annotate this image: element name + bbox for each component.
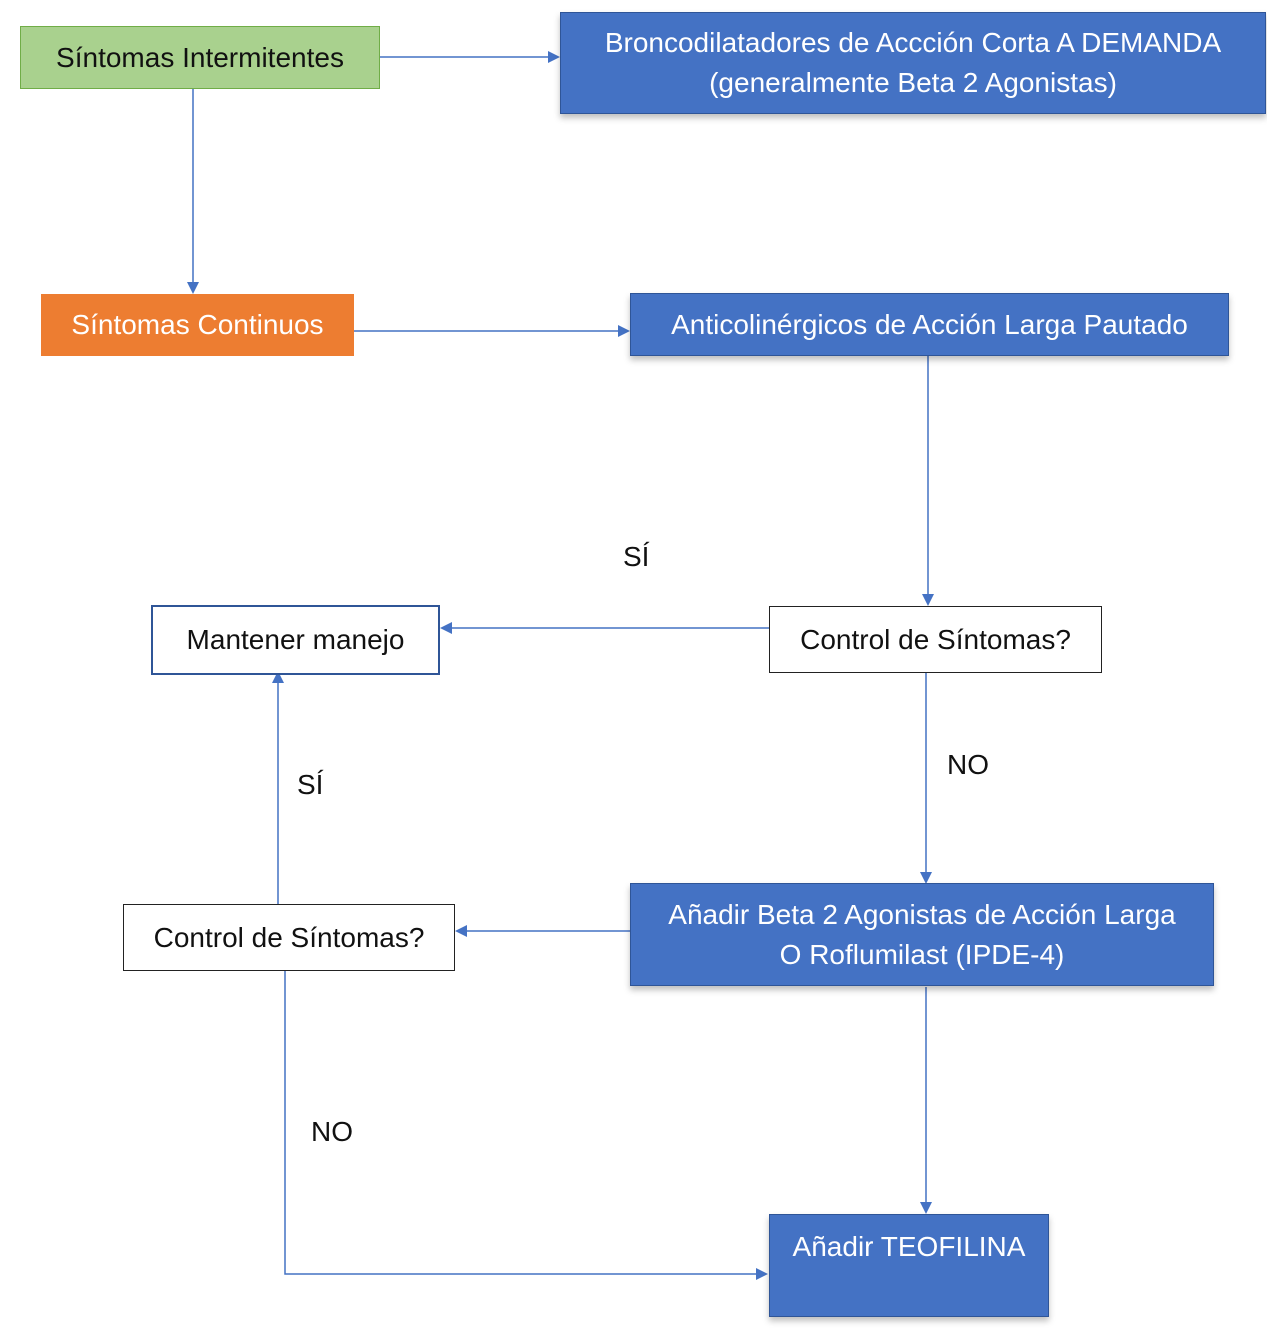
node-mantener-manejo-label: Mantener manejo [186, 624, 405, 655]
node-anticolinergicos-label: Anticolinérgicos de Acción Larga Pautado [671, 308, 1188, 340]
edge-label-no-2: NO [311, 1116, 353, 1147]
edge-label-si-2: SÍ [297, 769, 324, 800]
edge-label-no-1: NO [947, 749, 989, 780]
node-broncodilatadores-label: Broncodilatadores de Accción Corta A DEM… [604, 27, 1222, 98]
node-sintomas-intermitentes: Síntomas Intermitentes [20, 26, 380, 89]
node-anadir-teofilina-label: Añadir TEOFILINA [792, 1231, 1026, 1262]
node-control-sintomas-2: Control de Síntomas? [123, 904, 455, 971]
node-anadir-beta-agonistas: Añadir Beta 2 Agonistas de Acción Larga … [630, 883, 1214, 986]
node-sintomas-intermitentes-label: Síntomas Intermitentes [56, 41, 344, 73]
node-sintomas-continuos: Síntomas Continuos [41, 294, 354, 356]
node-control-sintomas-1: Control de Síntomas? [769, 606, 1102, 673]
node-sintomas-continuos-label: Síntomas Continuos [71, 309, 324, 340]
edge-label-si-1: SÍ [623, 541, 650, 572]
node-broncodilatadores: Broncodilatadores de Accción Corta A DEM… [560, 12, 1266, 114]
node-anadir-teofilina: Añadir TEOFILINA [769, 1214, 1049, 1317]
node-control-sintomas-1-label: Control de Síntomas? [800, 623, 1071, 655]
node-control-sintomas-2-label: Control de Síntomas? [153, 921, 425, 953]
node-anticolinergicos: Anticolinérgicos de Acción Larga Pautado [630, 293, 1229, 356]
node-mantener-manejo: Mantener manejo [151, 605, 440, 675]
node-anadir-beta-agonistas-label: Añadir Beta 2 Agonistas de Acción Larga … [668, 898, 1176, 970]
